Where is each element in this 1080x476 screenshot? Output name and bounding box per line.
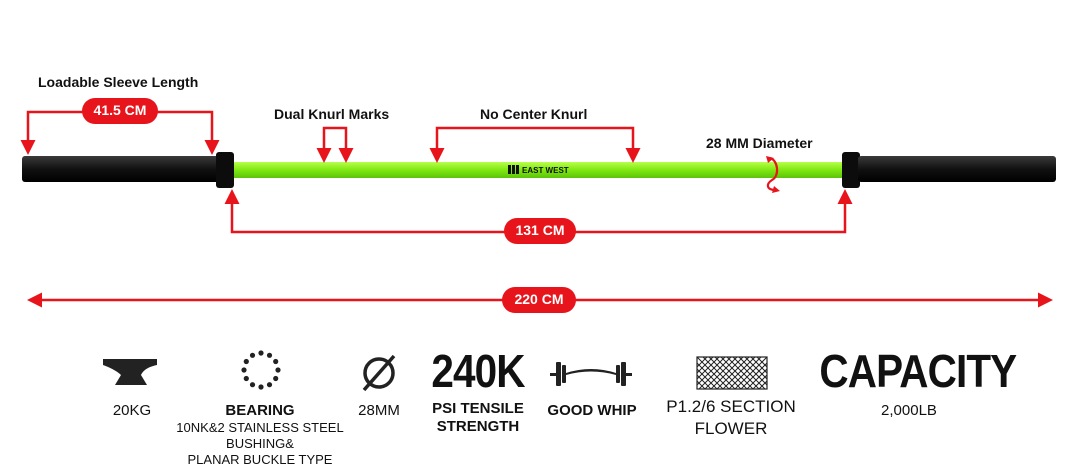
spec-capacity: CAPACITY 2,000LB xyxy=(806,344,1017,420)
diameter-arrow xyxy=(766,156,779,192)
spec-bearing-line-2: BUSHING& xyxy=(226,436,294,451)
bar-shaft xyxy=(234,162,844,178)
spec-knurl: P1.2/6 SECTION FLOWER xyxy=(646,396,816,440)
spec-capacity-value: 2,000LB xyxy=(881,402,937,419)
sleeve-pill xyxy=(82,98,158,124)
loadable-sleeve-label: Loadable Sleeve Length xyxy=(38,74,199,90)
knurl-pattern-icon xyxy=(696,356,768,390)
total-pill xyxy=(502,287,576,313)
spec-tensile-line-1: PSI TENSILE xyxy=(432,400,524,417)
spec-capacity-big: CAPACITY xyxy=(819,345,1017,397)
spec-knurl-line-1: P1.2/6 SECTION xyxy=(666,397,796,416)
spec-whip-value: GOOD WHIP xyxy=(547,402,637,419)
barbell-whip-icon xyxy=(550,362,632,386)
spec-diameter-value: 28MM xyxy=(358,402,400,419)
anvil-icon xyxy=(103,359,157,385)
shaft-pill xyxy=(504,218,576,244)
spec-knurl-line-2: FLOWER xyxy=(694,419,768,438)
spec-tensile-line-2: STRENGTH xyxy=(436,418,520,435)
left-sleeve xyxy=(22,156,222,182)
right-collar xyxy=(842,152,860,188)
spec-diameter: 28MM xyxy=(342,402,416,420)
diameter-icon xyxy=(362,354,396,392)
spec-bearing-line-3: PLANAR BUCKLE TYPE xyxy=(187,452,333,467)
dual-knurl-label: Dual Knurl Marks xyxy=(274,106,390,122)
spec-bearing-line-1: 10NK&2 STAINLESS STEEL xyxy=(176,420,344,435)
brand-text: EAST WEST xyxy=(522,166,569,175)
sleeve-measure: 41.5 CM xyxy=(93,102,147,118)
center-knurl-bracket xyxy=(429,126,641,163)
no-center-knurl-label: No Center Knurl xyxy=(480,106,588,122)
brand-logo: EAST WEST xyxy=(508,165,569,175)
bearing-icon xyxy=(241,350,281,390)
spec-tensile-big: 240K xyxy=(431,345,525,397)
total-measure: 220 CM xyxy=(514,291,564,307)
left-collar xyxy=(216,152,234,188)
spec-bearing-title: BEARING xyxy=(225,402,295,419)
right-sleeve xyxy=(858,156,1056,182)
spec-weight: 20KG xyxy=(90,402,174,420)
dual-knurl-bracket xyxy=(316,126,354,163)
spec-bearing: BEARING 10NK&2 STAINLESS STEEL BUSHING& … xyxy=(160,402,360,468)
shaft-measure: 131 CM xyxy=(515,222,565,238)
diameter-label: 28 MM Diameter xyxy=(706,135,813,151)
spec-whip: GOOD WHIP xyxy=(532,402,652,420)
spec-weight-value: 20KG xyxy=(112,402,152,419)
spec-tensile: 240K PSI TENSILE STRENGTH xyxy=(418,344,538,436)
